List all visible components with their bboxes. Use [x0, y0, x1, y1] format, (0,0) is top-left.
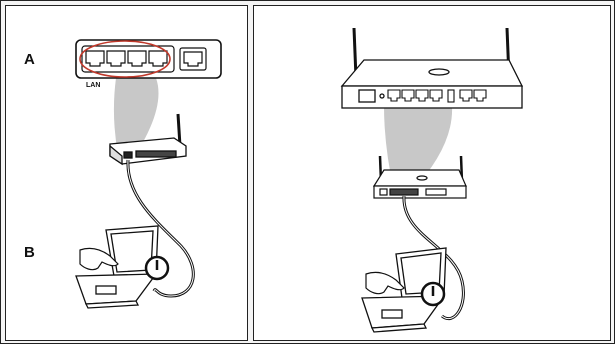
zoom-beam — [113, 78, 159, 154]
step-a-label: A — [24, 51, 35, 68]
laptop-icon — [75, 225, 159, 309]
power-icon — [144, 255, 170, 281]
lan-port-closeup-icon — [75, 39, 222, 79]
right-illustration — [340, 27, 524, 333]
router-icon — [340, 27, 524, 109]
hand-icon — [365, 271, 405, 295]
router-icon — [109, 113, 187, 166]
lan-label: LAN — [86, 82, 101, 89]
panel-single-router: A B LAN — [5, 5, 248, 341]
power-icon — [420, 281, 446, 307]
panel-two-routers — [253, 5, 611, 341]
left-illustration — [75, 39, 222, 309]
hand-icon — [79, 247, 119, 271]
step-b-label: B — [24, 244, 35, 261]
router-icon — [372, 155, 467, 199]
